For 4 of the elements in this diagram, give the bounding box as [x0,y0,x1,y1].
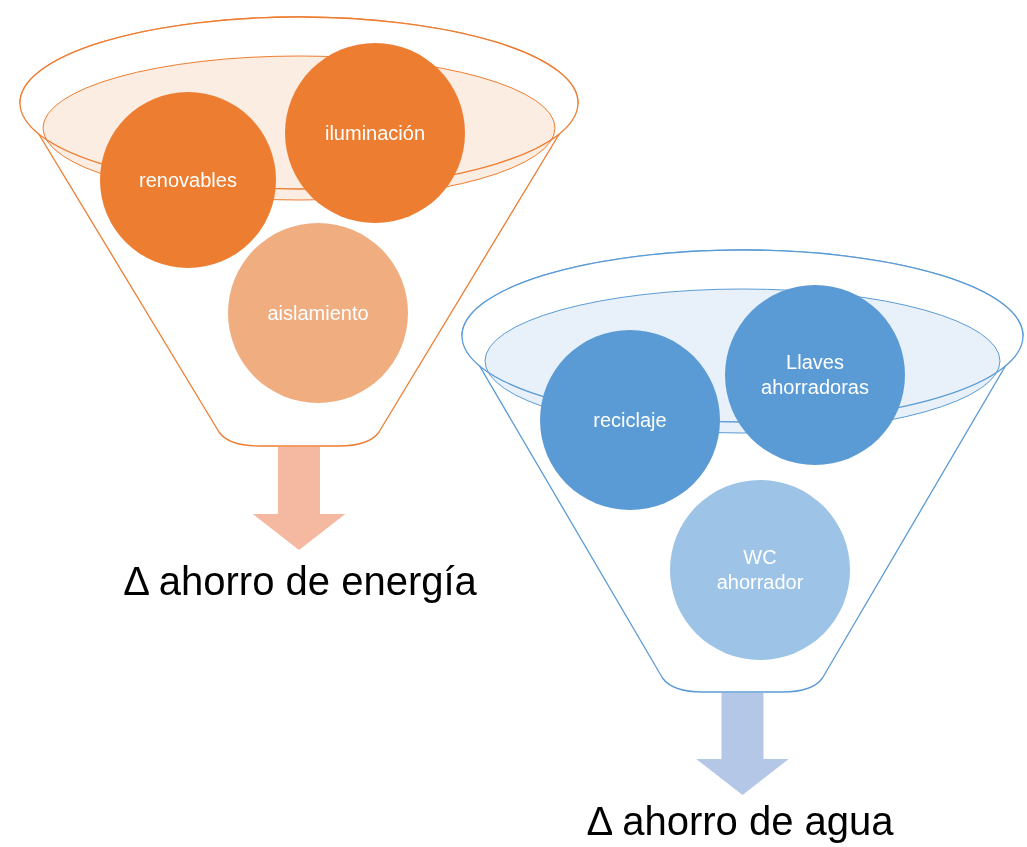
arrow [696,693,789,795]
result-label: Δ ahorro de agua [545,795,935,847]
arrow [252,447,346,550]
result-label: Δ ahorro de energía [90,550,510,612]
